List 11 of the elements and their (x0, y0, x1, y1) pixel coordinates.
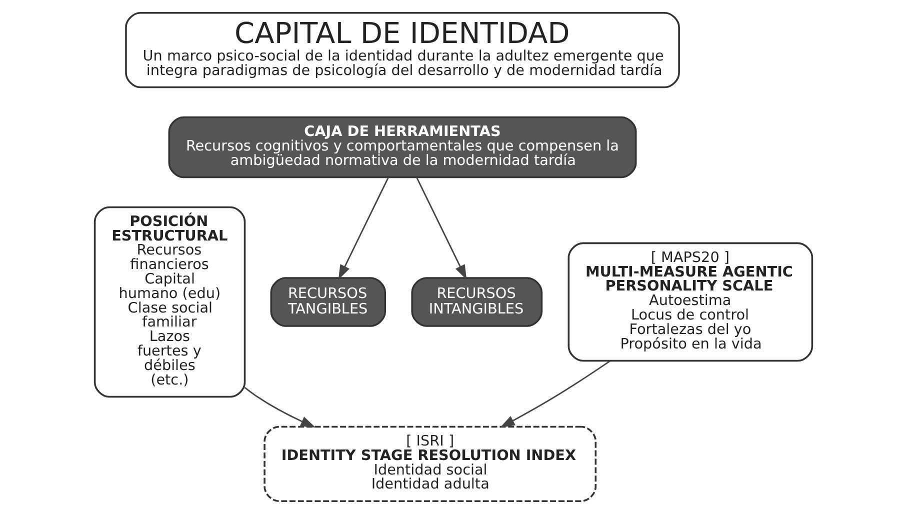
node-box: CAJA DE HERRAMIENTAS Recursos cognitivos y comportamentales que compensen la ambigüedad normativa de la modernidad tardía (168, 116, 637, 178)
node-box: RECURSOS TANGIBLES (270, 277, 386, 327)
node-box: [ ISRI ] IDENTITY STAGE RESOLUTION INDEX Identidad social Identidad adulta (264, 426, 597, 502)
arrow (338, 177, 389, 280)
node-box: [ MAPS20 ] MULTI-MEASURE AGENTIC PERSONALITY SCALE Autoestima Locus de control Fortalezas del yo Propósito en la vida (568, 242, 814, 362)
arrow (244, 386, 316, 428)
node-box: POSICIÓN ESTRUCTURAL Recursos financieros Capital humano (edu) Clase social familiar Lazos fuertes y débiles (etc.) (94, 206, 246, 398)
arrow (500, 360, 610, 428)
node-box: RECURSOS INTANGIBLES (411, 277, 543, 327)
arrow (416, 177, 467, 280)
node-box: CAPITAL DE IDENTIDAD Un marco psico-social de la identidad durante la adultez emergente que integra paradigmas de psicología del desarrollo y de modernidad tardía (125, 12, 680, 88)
